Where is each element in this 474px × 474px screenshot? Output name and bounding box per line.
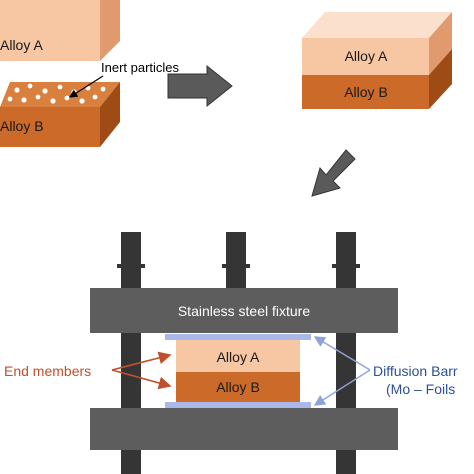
inert-particles-pointer [68,75,104,98]
step3-alloy-a-label: Alloy A [217,349,260,365]
diffusion-arrow-bottom [313,369,371,406]
step3-alloy-b-label: Alloy B [216,379,260,395]
inert-particles-label: Inert particles [101,60,180,75]
step1-alloy-b-label: Alloy B [0,118,44,134]
diffusion-barrier-label-line2: (Mo – Foils [386,381,455,397]
process-arrow-right [167,64,233,108]
step1-alloy-a-label: Alloy A [0,37,43,53]
step2-alloy-a-label: Alloy A [345,48,388,64]
end-members-arrow-top [111,351,172,371]
diffusion-barrier-label-line1: Diffusion Barr [373,363,458,379]
process-arrow-diagonal [311,149,356,197]
end-members-label: End members [4,363,91,379]
step2-alloy-b-label: Alloy B [344,84,388,100]
top-fixture-plate [90,288,398,333]
end-members-arrow-bottom [111,369,172,390]
step1-alloy-a-block [0,0,120,61]
step3-alloy-a-block [176,340,300,372]
bottom-mo-foil [165,402,311,408]
step2-couple-block [302,12,452,109]
bottom-fixture-plate [90,408,398,450]
fixture-label: Stainless steel fixture [178,303,310,319]
step3-alloy-b-block [176,372,300,402]
diffusion-arrow-top [313,336,371,371]
top-mo-foil [165,334,311,340]
